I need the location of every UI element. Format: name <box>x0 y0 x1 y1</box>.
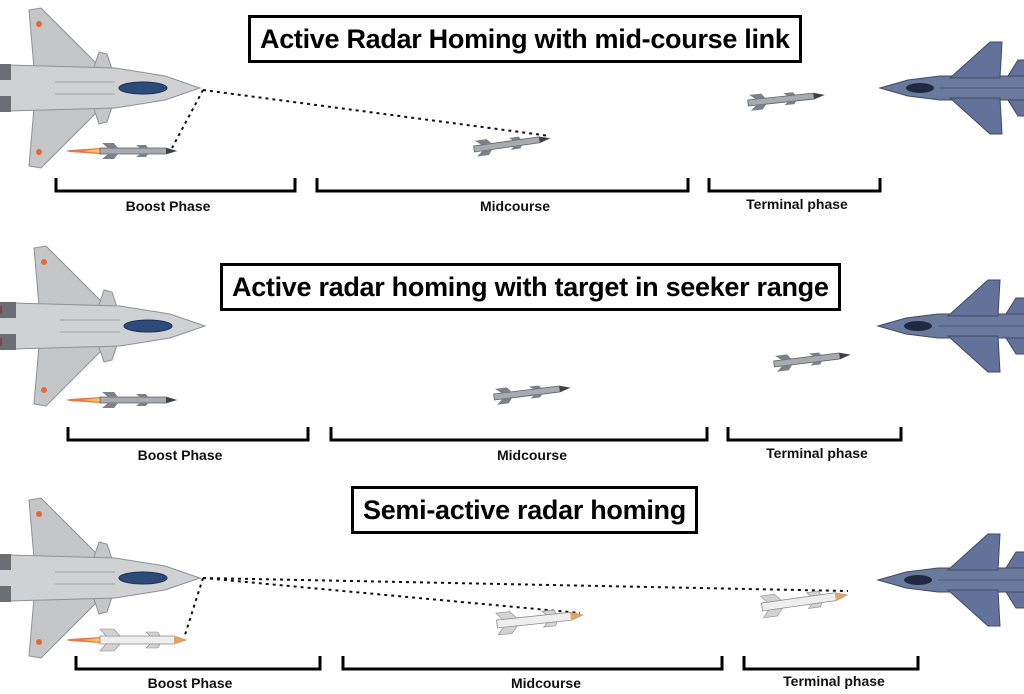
illumination-line <box>202 577 849 592</box>
illumination-line <box>183 577 204 639</box>
phase-bracket-boost <box>54 178 297 193</box>
phase-bracket-terminal <box>707 178 882 193</box>
panel-1 <box>0 7 1024 193</box>
launcher-jet-2 <box>0 245 206 407</box>
missile-terminal <box>772 346 851 373</box>
phase-bracket-terminal <box>726 427 903 442</box>
exhaust-flame <box>66 397 100 403</box>
missile-boost <box>99 142 177 160</box>
panel-3-title: Semi-active radar homing <box>351 486 698 534</box>
phase-bracket-boost <box>66 427 310 442</box>
phase-label-midcourse: Midcourse <box>496 447 568 463</box>
phase-bracket-midcourse <box>315 178 690 193</box>
datalink-line <box>171 89 204 149</box>
missile-midcourse <box>492 379 571 406</box>
phase-label-terminal: Terminal phase <box>746 196 848 212</box>
phase-bracket-boost <box>74 656 322 671</box>
phase-bracket-midcourse <box>341 656 724 671</box>
phase-label-midcourse: Midcourse <box>510 675 582 691</box>
phase-label-terminal: Terminal phase <box>783 673 885 689</box>
illumination-line <box>202 577 581 614</box>
exhaust-flame <box>66 148 100 154</box>
phase-bracket-midcourse <box>329 427 709 442</box>
panel-1-title: Active Radar Homing with mid-course link <box>248 15 802 63</box>
target-jet-1 <box>879 41 1024 135</box>
panel-3 <box>0 497 1024 671</box>
datalink-line <box>202 89 551 137</box>
phase-label-midcourse: Midcourse <box>479 198 551 214</box>
phase-label-boost: Boost Phase <box>125 198 211 214</box>
phase-label-boost: Boost Phase <box>147 675 233 691</box>
target-jet-2 <box>877 279 1024 373</box>
missile-boost <box>99 628 187 652</box>
panel-2-title: Active radar homing with target in seeke… <box>220 263 841 311</box>
missile-terminal <box>759 583 850 619</box>
missile-terminal <box>746 86 825 112</box>
panel-2 <box>0 245 1024 442</box>
exhaust-flame <box>66 637 100 643</box>
launcher-jet-3 <box>0 497 201 659</box>
missile-boost <box>99 391 177 409</box>
phase-bracket-terminal <box>742 656 920 671</box>
target-jet-3 <box>877 533 1024 627</box>
phase-label-boost: Boost Phase <box>137 447 223 463</box>
launcher-jet-1 <box>0 7 201 169</box>
phase-label-terminal: Terminal phase <box>766 445 868 461</box>
